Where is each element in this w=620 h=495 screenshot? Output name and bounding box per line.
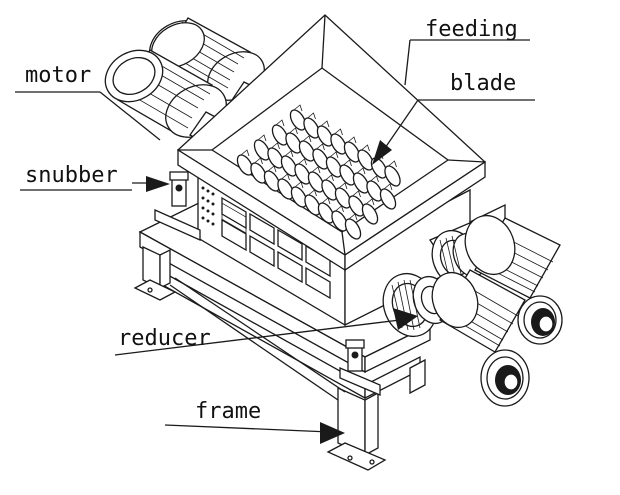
- blade-disc: [290, 186, 308, 208]
- blade-hook: [271, 142, 280, 150]
- blade-disc: [343, 141, 361, 163]
- blade-hook: [334, 128, 343, 136]
- blade-disc: [253, 139, 271, 161]
- blade-hook: [361, 144, 370, 152]
- label-motor: motor: [25, 63, 91, 88]
- blade-hook: [240, 149, 250, 157]
- blade-disc: [379, 188, 397, 210]
- blade-rotors: [236, 104, 401, 240]
- blade-hook: [325, 174, 334, 182]
- blade-disc: [316, 125, 334, 147]
- blade-disc: [280, 155, 298, 177]
- blade-disc: [267, 147, 284, 169]
- reducer-leader: [114, 319, 401, 356]
- label-frame: frame: [195, 399, 261, 424]
- right-drive: [382, 203, 563, 407]
- blade-hook: [275, 119, 285, 127]
- blade-hook: [338, 182, 348, 190]
- blade-leader: [384, 99, 419, 149]
- blade-arrow: [372, 140, 392, 165]
- blade-hook: [320, 120, 330, 128]
- blade-disc: [285, 132, 302, 154]
- label-blade: blade: [450, 71, 516, 96]
- motor-rear-right: [464, 214, 563, 345]
- motor-front-right: [431, 269, 530, 407]
- blade-hook: [257, 134, 267, 142]
- blade-hook: [302, 135, 312, 143]
- blade-disc: [236, 154, 254, 176]
- blade-hook: [316, 143, 325, 151]
- blade-hook: [343, 159, 352, 167]
- blade-hook: [293, 104, 303, 112]
- blade-hook: [307, 112, 316, 120]
- blade-hook: [370, 175, 379, 183]
- label-reducer: reducer: [118, 326, 211, 351]
- blade-disc: [294, 163, 311, 185]
- reducer-arrow: [393, 308, 418, 330]
- blade-hook: [289, 127, 298, 135]
- blade-hook: [329, 151, 339, 159]
- blade-disc: [366, 180, 383, 202]
- blade-disc: [331, 210, 348, 232]
- blade-hook: [383, 183, 393, 191]
- blade-disc: [357, 149, 374, 171]
- blade-hook: [284, 150, 294, 158]
- label-feeding: feeding: [425, 17, 518, 42]
- blade-disc: [263, 170, 281, 192]
- leader-lines: [15, 39, 535, 444]
- blade-disc: [307, 171, 325, 193]
- blade-disc: [277, 178, 294, 200]
- blade-disc: [370, 157, 388, 179]
- blade-hook: [365, 198, 375, 206]
- blade-disc: [271, 124, 289, 146]
- frame-leader: [164, 424, 331, 433]
- snubber-left: [154, 171, 201, 242]
- blade-disc: [321, 179, 338, 201]
- blade-hook: [356, 167, 366, 175]
- blade-disc: [303, 117, 320, 139]
- bolt-row: [201, 186, 215, 226]
- motor-rear-left: [149, 17, 265, 101]
- blade-disc: [304, 194, 321, 216]
- label-snubber: snubber: [25, 163, 118, 188]
- blade-disc: [384, 165, 401, 187]
- blade-hook: [298, 158, 307, 166]
- blade-disc: [298, 140, 316, 162]
- blade-hook: [352, 190, 361, 198]
- frame-arrow: [320, 422, 345, 444]
- blade-disc: [339, 164, 356, 186]
- snubber-right: [339, 339, 381, 396]
- blade-hook: [311, 166, 321, 174]
- blade-disc: [317, 202, 335, 224]
- blade-disc: [334, 187, 352, 209]
- blade-disc: [312, 148, 329, 170]
- blade-disc: [361, 203, 379, 225]
- feeding-leader: [404, 39, 411, 86]
- blade-disc: [344, 218, 362, 240]
- blade-hook: [347, 136, 357, 144]
- motor-leader: [99, 91, 161, 141]
- blade-disc: [289, 109, 307, 131]
- blade-disc: [325, 156, 343, 178]
- blade-disc: [330, 133, 347, 155]
- blade-disc: [352, 172, 370, 194]
- blade-disc: [250, 162, 267, 184]
- blade-hook: [388, 160, 397, 168]
- snubber-arrow: [146, 176, 170, 192]
- blade-disc: [348, 195, 365, 217]
